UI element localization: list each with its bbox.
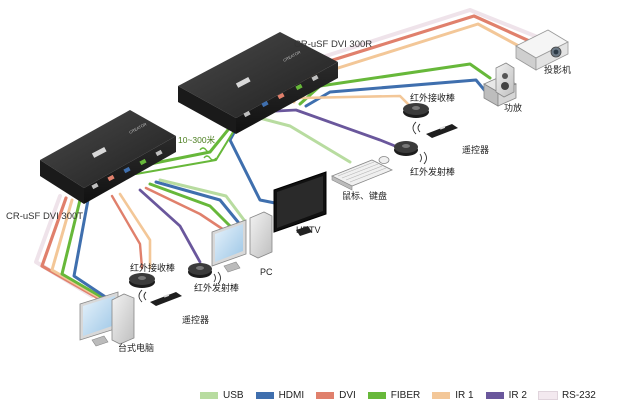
ir-signal-waves-emitter-top <box>419 151 427 165</box>
receiver-model-label: CR-uSF DVI 300R <box>294 39 373 50</box>
legend-item: FIBER <box>367 389 421 401</box>
fiber-cable-desktop <box>60 198 112 304</box>
pc-icon <box>211 211 273 273</box>
remote-top-label: 遥控器 <box>462 145 490 155</box>
ir-receiver-top-icon <box>403 103 429 118</box>
dvi-cable-irrx-bottom <box>110 194 144 270</box>
legend-swatch <box>432 391 451 399</box>
legend-item: IR 2 <box>485 389 527 401</box>
projector-label: 投影机 <box>544 65 572 75</box>
hdmi-cable-amp <box>304 78 488 108</box>
legend-swatch <box>367 391 386 399</box>
legend-swatch <box>200 391 218 399</box>
legend-label: FIBER <box>390 389 421 401</box>
projector-icon <box>515 29 569 71</box>
legend-label: IR 2 <box>508 389 527 401</box>
pc-label: PC <box>260 267 273 277</box>
usb-cable-mouse <box>250 114 352 164</box>
legend-item: USB <box>200 390 244 401</box>
receiver-box: CREATOR <box>178 32 338 134</box>
dvi-cable-pc <box>144 186 226 232</box>
ir-signal-waves-bottom <box>138 289 147 303</box>
usb-cable-pc <box>158 178 246 222</box>
fiber-cable-pc <box>148 182 232 228</box>
legend-item: RS-232 <box>537 389 596 401</box>
distance-label: 10~300米 <box>178 135 216 145</box>
legend-item: IR 1 <box>432 389 474 401</box>
fiber-link-2 <box>135 123 239 175</box>
ir-emitter-top-icon <box>394 141 427 165</box>
ir-signal-waves-emitter-bottom <box>213 271 221 285</box>
transmitter-box: CREATOR <box>40 110 176 204</box>
legend-swatch <box>316 391 335 399</box>
legend-swatch <box>485 391 504 399</box>
mouse-icon <box>378 156 390 164</box>
ir2-cable-irtx-top <box>256 108 402 150</box>
ir-emitter-bottom-label: 红外发射棒 <box>194 283 240 293</box>
legend-label: HDMI <box>278 389 305 401</box>
hdtv-icon <box>273 171 327 236</box>
amplifier-label: 功放 <box>504 103 523 113</box>
ir1-cable-irrx-bottom <box>118 192 152 270</box>
ir-receiver-bottom-icon <box>129 273 155 288</box>
legend-label: DVI <box>339 389 356 401</box>
ir2-cable-irtx-bottom <box>138 188 202 264</box>
transmitter-model-label: CR-uSF DVI 300T <box>6 211 84 222</box>
hdmi-cable-desktop <box>72 198 118 306</box>
transmitter-logo <box>91 146 107 158</box>
receiver-ports <box>243 74 319 118</box>
receiver-logo <box>235 76 251 88</box>
remote-bottom-label: 遥控器 <box>182 315 210 325</box>
ir-receiver-bottom-label: 红外接收棒 <box>130 263 176 273</box>
legend-label: IR 1 <box>455 389 474 401</box>
hdtv-label: HDTV <box>296 225 321 235</box>
legend-item: DVI <box>316 390 356 401</box>
keyboard-mouse-icon <box>331 156 393 191</box>
legend-swatch <box>255 391 274 399</box>
mouse-keyboard-label: 鼠标、键盘 <box>342 191 388 201</box>
remote-bottom-icon <box>138 289 182 306</box>
fiber-cable-top <box>298 62 492 106</box>
ir-emitter-bottom-icon <box>188 263 221 285</box>
legend-label: USB <box>223 389 244 401</box>
cable-legend: USB HDMI DVI FIBER IR 1 IR 2 RS-232 <box>200 388 608 402</box>
legend-item: HDMI <box>255 389 305 401</box>
remote-top-icon <box>412 121 458 138</box>
ir-receiver-top-label: 红外接收棒 <box>410 93 456 103</box>
legend-swatch <box>537 390 558 400</box>
amplifier-icon <box>483 62 517 107</box>
hdmi-cable-pc <box>154 180 240 224</box>
fiber-break-marks <box>199 147 217 161</box>
desktop-pc-icon <box>79 291 135 347</box>
transmitter-ports <box>91 149 163 190</box>
ir-emitter-top-label: 红外发射棒 <box>410 167 456 177</box>
ir-signal-waves-top <box>412 121 421 135</box>
desktop-pc-label: 台式电脑 <box>118 343 155 353</box>
legend-label: RS-232 <box>561 389 596 401</box>
